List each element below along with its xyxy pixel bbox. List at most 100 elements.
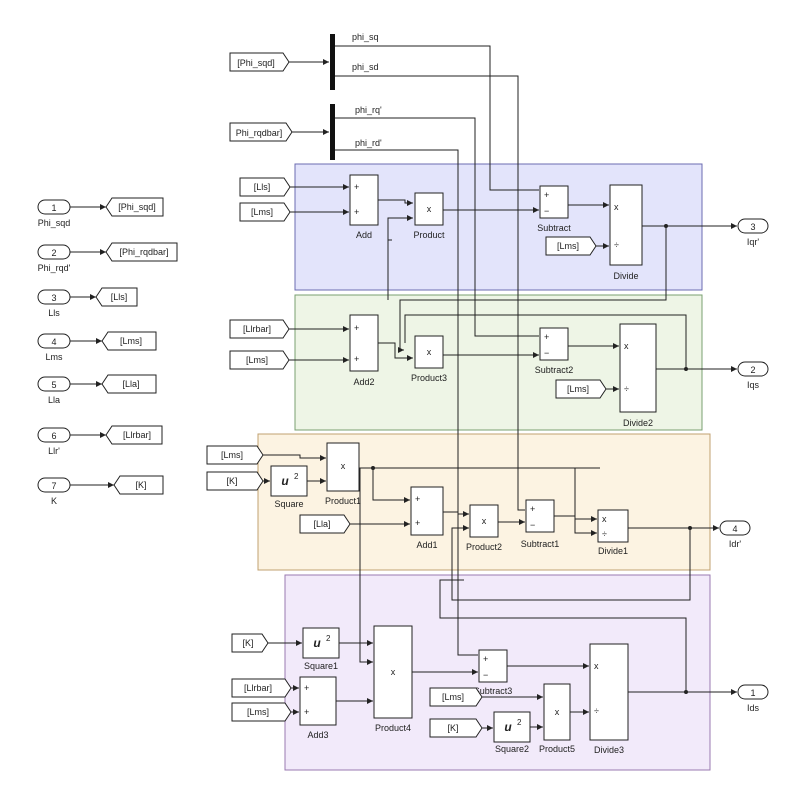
divide2-div: ÷ (624, 384, 629, 394)
add2-block[interactable] (349, 314, 379, 372)
inport-3-name: Lls (48, 308, 60, 318)
from-tag-lla-3[interactable] (299, 514, 351, 534)
from-tag-k-4[interactable] (231, 633, 269, 653)
add1-label: Add1 (416, 540, 437, 550)
divide-block[interactable] (609, 184, 643, 266)
inport-6-name: Llr' (48, 446, 60, 456)
product4-label: Product4 (375, 723, 411, 733)
product1-label: Product1 (325, 496, 361, 506)
from-tag-k-3-label: [K] (226, 476, 237, 486)
outport-idr-number: 4 (732, 524, 737, 534)
from-tag-phi-sqd[interactable] (229, 52, 290, 72)
add1-plus-2: + (415, 518, 420, 528)
goto-tag-4-label: [Lms] (120, 336, 142, 346)
from-tag-lms-div[interactable] (545, 236, 597, 256)
divide2-block[interactable] (619, 323, 657, 413)
product2-label: Product2 (466, 542, 502, 552)
add1-plus-1: + (415, 494, 420, 504)
outport-iqs-number: 2 (750, 365, 755, 375)
inport-group-2: 2 Phi_rqd' [Phi_rqdbar] (37, 242, 178, 273)
product-block[interactable] (414, 192, 444, 226)
outport-iqr[interactable] (737, 218, 769, 234)
goto-tag-3[interactable] (95, 287, 138, 307)
square-u: u (281, 474, 289, 488)
divide-div: ÷ (614, 240, 619, 250)
from-tag-lms-1-label: [Lms] (251, 207, 273, 217)
from-tag-lms-div-label: [Lms] (557, 241, 579, 251)
product4-block[interactable] (373, 625, 413, 719)
goto-tag-6[interactable] (105, 425, 163, 445)
add-label: Add (356, 230, 372, 240)
product3-symbol: x (427, 347, 432, 357)
product3-block[interactable] (414, 335, 444, 369)
from-tag-lms-4[interactable] (231, 702, 292, 722)
signal-phi-sq: phi_sq (352, 32, 379, 42)
divide3-block[interactable] (589, 643, 629, 741)
outport-iqs[interactable] (737, 361, 769, 377)
inport-group-1: 1 Phi_sqd [Phi_sqd] (37, 197, 164, 228)
from-tag-lms-5[interactable] (429, 687, 483, 707)
subtract3-block[interactable] (478, 649, 508, 683)
divide1-block[interactable] (597, 509, 629, 543)
from-tag-lms-3-label: [Lms] (221, 450, 243, 460)
from-tag-lms-div2[interactable] (555, 379, 607, 399)
subtract-minus: − (544, 206, 549, 216)
from-tag-llrbar-2-label: [Llrbar] (243, 324, 271, 334)
goto-tag-4[interactable] (101, 331, 157, 351)
outport-ids[interactable] (737, 684, 769, 700)
product-label: Product (413, 230, 445, 240)
subtract2-minus: − (544, 348, 549, 358)
inport-7-number: 7 (51, 481, 56, 491)
from-tag-phi-rqdbar[interactable] (229, 122, 293, 142)
square-block[interactable] (270, 465, 308, 497)
add3-block[interactable] (299, 676, 337, 726)
square2-block[interactable] (493, 711, 531, 743)
square1-block[interactable] (302, 627, 340, 659)
signal-phi-sd: phi_sd (352, 62, 379, 72)
goto-tag-5[interactable] (101, 374, 157, 394)
product2-block[interactable] (469, 504, 499, 538)
add3-plus-1: + (304, 683, 309, 693)
square-exp: 2 (294, 472, 299, 481)
inport-5-name: Lla (48, 395, 60, 405)
demux-1[interactable] (330, 34, 335, 90)
from-tag-lms-div2-label: [Lms] (567, 384, 589, 394)
add-block[interactable] (349, 174, 379, 226)
from-tag-lms-3[interactable] (206, 445, 264, 465)
product3-label: Product3 (411, 373, 447, 383)
from-tag-k-5[interactable] (429, 718, 483, 738)
goto-tag-2[interactable] (105, 242, 178, 262)
subtract-label: Subtract (537, 223, 571, 233)
demux-2[interactable] (330, 104, 335, 160)
from-tag-lms-5-label: [Lms] (442, 692, 464, 702)
product1-block[interactable] (326, 442, 360, 492)
from-tag-llrbar-2[interactable] (229, 319, 290, 339)
add3-plus-2: + (304, 707, 309, 717)
outport-idr[interactable] (719, 520, 751, 536)
divide1-times: x (602, 514, 607, 524)
goto-tag-7[interactable] (113, 475, 164, 495)
from-tag-lls-1-label: [Lls] (254, 182, 271, 192)
from-tag-k-3[interactable] (206, 471, 264, 491)
outport-idr-name: Idr' (729, 539, 742, 549)
add1-block[interactable] (410, 486, 444, 536)
inport-2-number: 2 (51, 248, 56, 258)
add2-label: Add2 (353, 377, 374, 387)
divide3-times: x (594, 661, 599, 671)
inport-4-number: 4 (51, 337, 56, 347)
from-tag-k-4-label: [K] (242, 638, 253, 648)
divide-label: Divide (613, 271, 638, 281)
from-tag-lms-2[interactable] (229, 350, 290, 370)
square-label: Square (274, 499, 303, 509)
from-tag-lls-1[interactable] (239, 177, 291, 197)
goto-tag-1[interactable] (105, 197, 164, 217)
subtract2-block[interactable] (539, 327, 569, 361)
from-tag-lms-1[interactable] (239, 202, 291, 222)
product4-symbol: x (391, 667, 396, 677)
from-tag-llrbar-4[interactable] (231, 678, 292, 698)
from-tag-llrbar-4-label: [Llrbar] (244, 683, 272, 693)
add-plus-2: + (354, 207, 359, 217)
subtract1-block[interactable] (525, 499, 555, 533)
subtract-block[interactable] (539, 185, 569, 219)
